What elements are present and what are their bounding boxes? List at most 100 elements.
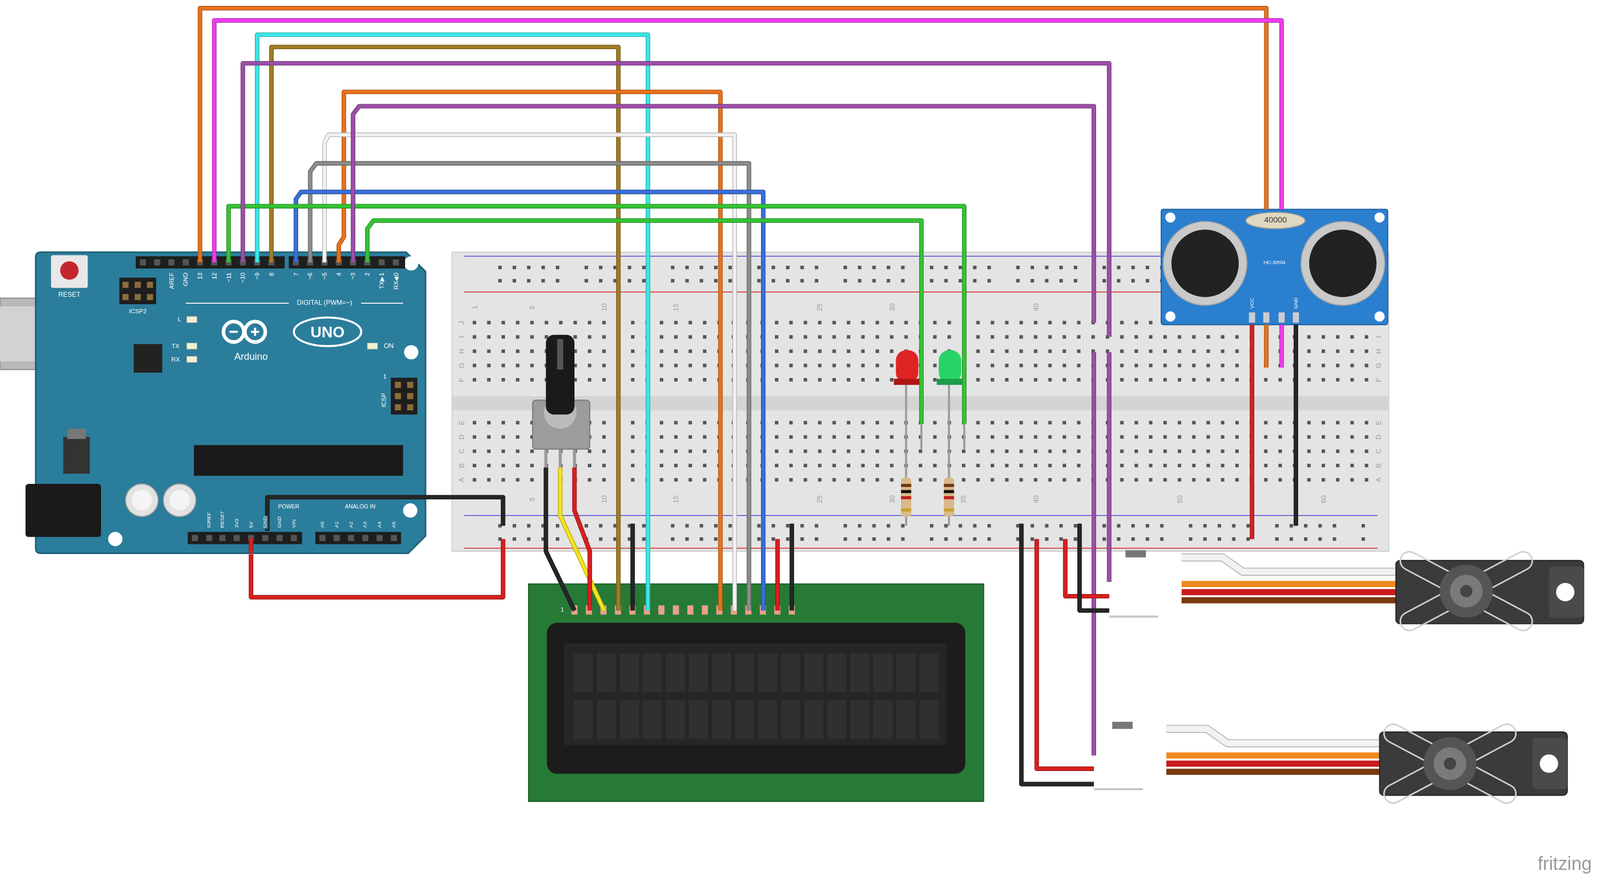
mounting-hole [1165,212,1176,223]
breadboard-hole [987,523,991,527]
capacitor-top [131,490,152,511]
lcd-cell [873,700,893,740]
lcd-cell [757,653,778,693]
wire-outline [1293,324,1299,526]
breadboard-label: 60 [1319,493,1327,504]
silkscreen-line [361,302,403,304]
breadboard-hole [1059,278,1063,283]
breadboard-hole [1350,349,1354,353]
jumper-wire [366,252,368,263]
breadboard-hole [642,537,646,541]
breadboard-hole [713,523,718,527]
breadboard-hole [872,278,876,283]
breadboard-hole [786,523,790,527]
breadboard-hole [1016,278,1020,283]
breadboard-label: 40 [1031,493,1039,504]
breadboard-hole [688,335,692,339]
breadboard-hole [789,477,793,481]
breadboard-hole [702,363,706,367]
wire-outline [240,252,245,263]
breadboard-hole [555,537,559,541]
breadboard-hole [1321,463,1325,467]
lcd-cell [804,653,824,693]
breadboard-hole [1321,449,1325,453]
breadboard-hole [584,265,588,269]
breadboard-hole [674,463,678,467]
breadboard-hole [933,463,937,467]
breadboard-hole [771,523,775,527]
wire-outline [500,538,506,551]
breadboard-hole [973,523,977,527]
breadboard-hole [889,320,893,324]
breadboard-hole [1192,377,1196,382]
header-pin [290,534,297,541]
breadboard-label: D [1375,432,1382,440]
lcd-pad [687,604,694,615]
mounting-hole [1374,311,1385,322]
breadboard-hole [803,449,807,453]
breadboard-hole [1005,435,1009,439]
breadboard-hole [1148,320,1153,324]
breadboard-hole [659,449,664,453]
breadboard-hole [602,449,606,453]
board-label: ON [382,342,395,349]
breadboard-label: 1 [470,304,478,310]
breadboard-hole [774,377,779,382]
breadboard-hole [861,477,865,481]
breadboard-hole [602,463,606,467]
servo-connector [1125,549,1146,557]
breadboard-hole [631,420,635,424]
breadboard-hole [1120,320,1124,324]
breadboard-hole [918,449,922,453]
breadboard-hole [933,420,937,424]
breadboard-label: E [457,418,465,426]
lcd-bezel [546,622,966,774]
breadboard-hole [631,477,635,481]
breadboard-hole [886,537,890,541]
header-pin [394,392,401,399]
jumper-wire [502,538,504,551]
header-pin [394,381,401,388]
breadboard-hole [1307,349,1311,353]
breadboard-hole [1019,335,1023,339]
breadboard-hole [1062,363,1066,367]
breadboard-hole [847,363,851,367]
servo-connector [1109,615,1159,618]
breadboard-hole [702,449,706,453]
lcd-cell [827,653,847,693]
breadboard-hole [1307,377,1311,382]
board-label: A4 [377,520,383,530]
breadboard-hole [1062,477,1066,481]
arduino-board: RESETICSP2AREFGND1312~11~10~987~6~54~32T… [35,252,426,555]
breadboard-label: E [1375,418,1382,426]
breadboard-hole [487,449,491,453]
breadboard-hole [889,477,893,481]
breadboard-hole [847,420,851,424]
breadboard-hole [1350,463,1354,467]
breadboard-hole [526,523,531,527]
breadboard-hole [555,523,559,527]
breadboard-hole [1019,435,1023,439]
breadboard-hole [990,335,994,339]
breadboard-hole [659,320,664,324]
breadboard-hole [818,377,822,382]
breadboard-hole [803,349,807,353]
breadboard-hole [961,463,966,467]
breadboard-hole [1289,523,1293,527]
breadboard-hole [1336,363,1340,367]
pin-number: 1 [560,606,564,612]
breadboard-hole [501,435,505,439]
board-label: 8 [268,271,275,277]
breadboard-hole [1231,523,1236,527]
reset-button-base [50,254,88,288]
breadboard-hole [774,477,779,481]
breadboard-hole [584,523,588,527]
breadboard-hole [1163,420,1167,424]
wire-core [227,252,231,263]
servo-horn-arm [1380,720,1520,806]
breadboard-hole [1206,477,1210,481]
breadboard-hole [659,477,664,481]
board-label: IOREF [206,510,213,529]
breadboard-hole [1134,349,1138,353]
header-pin [182,259,189,266]
